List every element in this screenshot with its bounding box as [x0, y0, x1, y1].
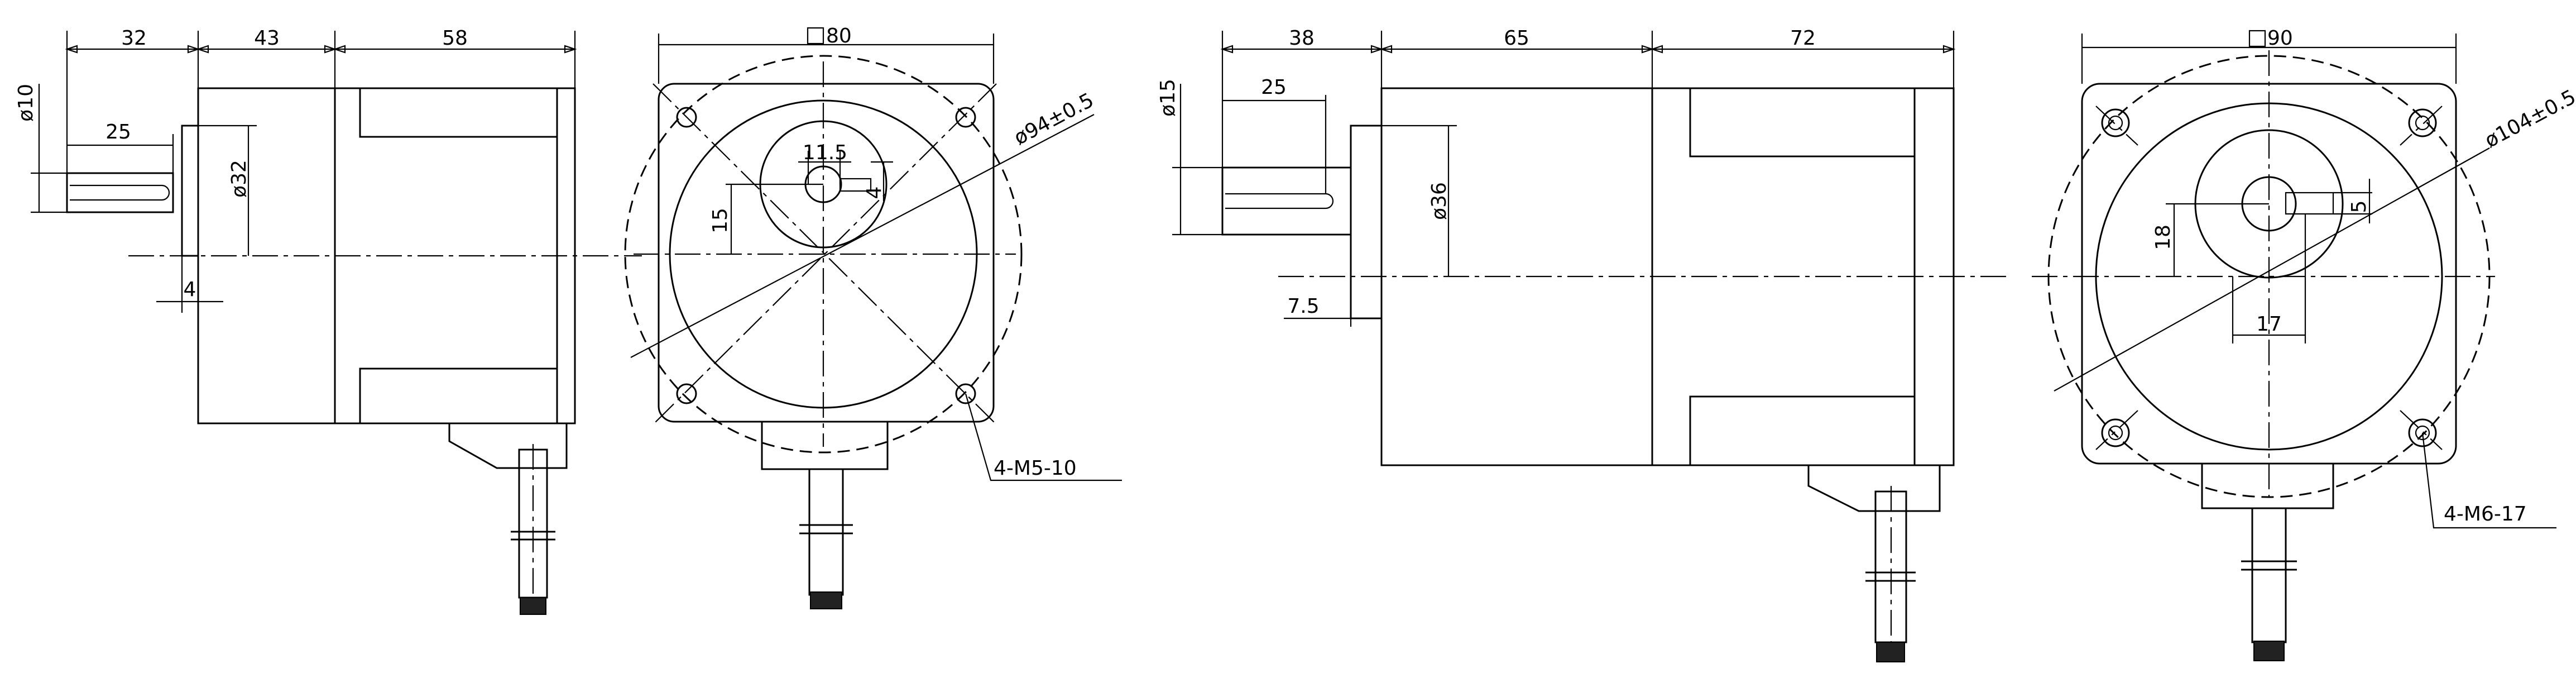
motor2-side-view: 38 65 72 ø15 25 ø36 7.5: [1157, 27, 2009, 662]
motor1-front-view: 80 ø94±0.5 11.5 4 15 4-M5-10: [624, 25, 1122, 609]
motor1-front-plug: [810, 591, 842, 609]
motor2-dim-square: 90: [2267, 27, 2293, 50]
motor1-shaft-key: [70, 184, 170, 201]
motor2-dim-body: 72: [1790, 27, 1816, 50]
motor2-dim-key-len: 25: [1261, 76, 1287, 99]
motor2-dim-key-w: 5: [2348, 201, 2371, 213]
motor2-key: [2285, 192, 2334, 215]
motor1-dim-body: 58: [442, 27, 468, 50]
motor2-front-cable: [2251, 507, 2287, 643]
motor1-dim-square: 80: [826, 25, 852, 47]
motor2-body-slot-bottom: [1689, 395, 1915, 465]
motor1-square-symbol: [807, 27, 824, 45]
motor1-cable-plug: [520, 597, 546, 615]
motor2-front-view: 90 ø104±0.5 5 18 17 4-M6-17: [2032, 27, 2576, 661]
motor2-holes-leader: [2421, 432, 2556, 529]
motor2-dim-shaft-dia: ø15: [1157, 79, 1179, 117]
motor1-bolt-circle: [624, 55, 1023, 454]
motor2-dim-center: 18: [2152, 225, 2175, 250]
motor2-body: [1651, 87, 1955, 466]
motor1-front-connector: [761, 421, 889, 470]
motor1-note-holes: 4-M5-10: [994, 457, 1077, 480]
motor2-bolt-circle-leader: [2054, 147, 2490, 392]
motor1-mount-holes: [676, 107, 976, 404]
motor1-body-slot-bottom: [359, 368, 557, 423]
motor2-front-connector: [2201, 462, 2334, 509]
motor1-dim-shaft-dia: ø10: [15, 84, 37, 122]
motor1-body: [334, 87, 576, 424]
motor1-dim-boss-h: 4: [184, 278, 196, 301]
motor2-cable-plug: [1876, 642, 1905, 662]
motor2-note-holes: 4-M6-17: [2444, 503, 2527, 526]
motor1-boss: [181, 125, 199, 257]
motor2-dim-flange: 65: [1504, 27, 1529, 50]
motor2-dim-boss-dia: ø36: [1428, 182, 1451, 220]
motor2-shaft-key: [1225, 193, 1334, 209]
motor2-cable-boot: [1807, 464, 1941, 512]
motor2-front-plug: [2253, 641, 2285, 661]
motor1-dim-key-h: 4: [863, 187, 886, 199]
motor2-body-slot-top: [1689, 88, 1915, 158]
motor1-dim-flange: 43: [254, 27, 280, 50]
motor2-dim-bolt-circle: ø104±0.5: [2481, 85, 2576, 152]
motor1-side-view: 32 43 58 ø10 25 ø32 4: [15, 27, 642, 615]
motor2-dim-boss-h: 7.5: [1287, 295, 1319, 318]
motor2-square-symbol: [2248, 30, 2266, 47]
motor1-key: [839, 178, 872, 192]
motor2-dim-key-h: 17: [2256, 313, 2282, 336]
motor2-mount-holes: [2101, 108, 2437, 447]
motor1-front-cable: [808, 468, 844, 596]
motor1-cable-boot: [448, 422, 568, 469]
motor1-dim-boss-dia: ø32: [228, 160, 251, 198]
motor1-bolt-circle-leader: [630, 114, 1095, 358]
motor2-dim-shaft-ext: 38: [1289, 27, 1315, 50]
motor1-dim-center: 15: [709, 208, 732, 233]
motor2-shaft: [1221, 166, 1352, 236]
motor2-boss: [1350, 125, 1383, 319]
motor1-dim-shaft-ext: 32: [121, 27, 147, 50]
motor1-body-slot-top: [359, 88, 557, 138]
motor1-dim-key-len: 25: [105, 121, 131, 144]
motor1-shaft: [66, 172, 174, 213]
motor1-holes-leader: [965, 393, 1122, 481]
motor1-dim-key-w: 11.5: [803, 141, 847, 164]
